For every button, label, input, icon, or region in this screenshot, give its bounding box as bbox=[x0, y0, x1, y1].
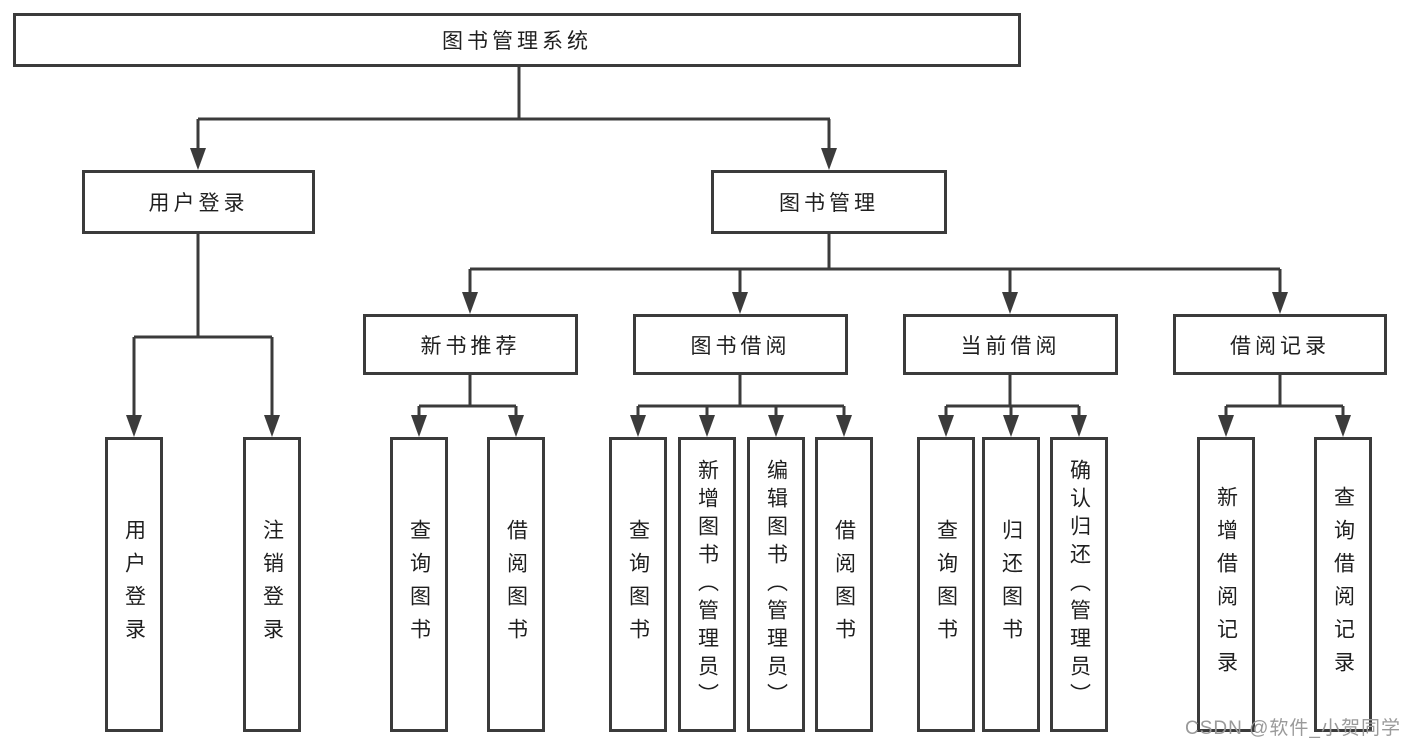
arrowhead bbox=[264, 415, 280, 437]
node-label: 当前借阅 bbox=[960, 334, 1061, 358]
arrowhead bbox=[1002, 292, 1018, 314]
leaf-label: 注销登录 bbox=[260, 518, 284, 651]
leaf-label: 查询借阅记录 bbox=[1331, 485, 1355, 684]
leaf-add-borrow-record: 新增借阅记录 bbox=[1197, 437, 1255, 732]
leaf-label: 查询图书 bbox=[407, 518, 431, 651]
arrowhead bbox=[821, 148, 837, 170]
leaf-add-books-admin: 新增图书（管理员） bbox=[678, 437, 736, 732]
node-new-book-recommend: 新书推荐 bbox=[363, 314, 578, 375]
arrowhead bbox=[630, 415, 646, 437]
arrowhead bbox=[508, 415, 524, 437]
leaf-label: 借阅图书 bbox=[832, 518, 856, 651]
leaf-label: 归还图书 bbox=[999, 518, 1023, 651]
connector-current-to-leaves bbox=[938, 375, 1087, 437]
node-root: 图书管理系统 bbox=[13, 13, 1021, 67]
leaf-label: 查询图书 bbox=[934, 518, 958, 651]
leaf-search-books-recommend: 查询图书 bbox=[390, 437, 448, 732]
csdn-watermark: CSDN @软件_小贺同学 bbox=[1185, 718, 1401, 739]
connector-newbooks-to-leaves bbox=[411, 375, 524, 437]
arrowhead bbox=[732, 292, 748, 314]
node-label: 用户登录 bbox=[148, 192, 249, 215]
leaf-label: 新增图书（管理员） bbox=[695, 458, 719, 711]
node-user-login: 用户登录 bbox=[82, 170, 315, 234]
arrowhead bbox=[190, 148, 206, 170]
leaf-confirm-return-admin: 确认归还（管理员） bbox=[1050, 437, 1108, 732]
node-root-label: 图书管理系统 bbox=[442, 30, 592, 53]
leaf-borrow-books-recommend: 借阅图书 bbox=[487, 437, 545, 732]
leaf-user-login: 用户登录 bbox=[105, 437, 163, 732]
node-book-borrowing: 图书借阅 bbox=[633, 314, 848, 375]
arrowhead bbox=[938, 415, 954, 437]
arrowhead bbox=[1272, 292, 1288, 314]
leaf-logout: 注销登录 bbox=[243, 437, 301, 732]
arrowhead bbox=[1071, 415, 1087, 437]
leaf-label: 编辑图书（管理员） bbox=[764, 458, 788, 711]
leaf-label: 借阅图书 bbox=[504, 518, 528, 651]
node-label: 借阅记录 bbox=[1230, 334, 1330, 358]
node-borrow-records: 借阅记录 bbox=[1173, 314, 1387, 375]
leaf-search-books-borrowing: 查询图书 bbox=[609, 437, 667, 732]
arrowhead bbox=[1218, 415, 1234, 437]
leaf-edit-books-admin: 编辑图书（管理员） bbox=[747, 437, 805, 732]
node-label: 图书借阅 bbox=[690, 334, 791, 358]
node-label: 图书管理 bbox=[779, 192, 879, 215]
connector-userlogin-to-leaves bbox=[126, 234, 280, 437]
leaf-search-books-current: 查询图书 bbox=[917, 437, 975, 732]
node-label: 新书推荐 bbox=[420, 334, 521, 358]
connector-borrowing-to-leaves bbox=[630, 375, 852, 437]
node-book-management: 图书管理 bbox=[711, 170, 947, 234]
arrowhead bbox=[699, 415, 715, 437]
arrowhead bbox=[1335, 415, 1351, 437]
arrowhead bbox=[768, 415, 784, 437]
node-current-borrowing: 当前借阅 bbox=[903, 314, 1118, 375]
arrowhead bbox=[836, 415, 852, 437]
leaf-label: 新增借阅记录 bbox=[1214, 485, 1238, 684]
arrowhead bbox=[126, 415, 142, 437]
leaf-search-borrow-record: 查询借阅记录 bbox=[1314, 437, 1372, 732]
connector-records-to-leaves bbox=[1218, 375, 1351, 437]
leaf-label: 确认归还（管理员） bbox=[1067, 458, 1091, 711]
leaf-label: 用户登录 bbox=[122, 518, 146, 651]
connector-bookmgmt-to-level3 bbox=[462, 234, 1288, 314]
leaf-borrow-books-borrowing: 借阅图书 bbox=[815, 437, 873, 732]
arrowhead bbox=[411, 415, 427, 437]
leaf-return-books: 归还图书 bbox=[982, 437, 1040, 732]
connector-root-to-level2 bbox=[190, 66, 837, 170]
leaf-label: 查询图书 bbox=[626, 518, 650, 651]
arrowhead bbox=[462, 292, 478, 314]
arrowhead bbox=[1003, 415, 1019, 437]
